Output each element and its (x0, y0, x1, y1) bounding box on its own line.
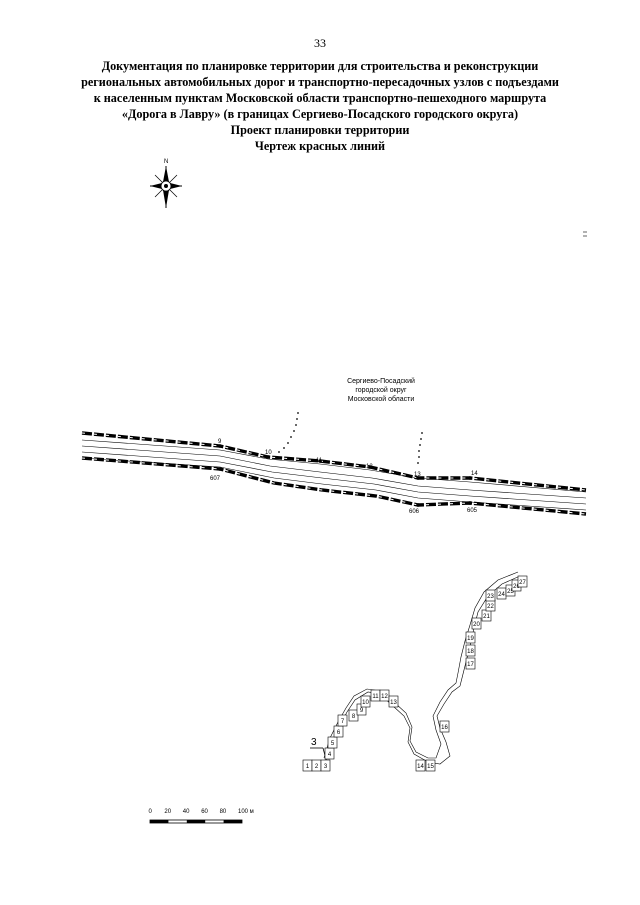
parcel-cell: 23 (485, 589, 496, 602)
parcel-cell: 11 (370, 689, 381, 702)
parcel-number: 5 (331, 741, 335, 747)
road-point-labels-south: 607 606 605 (210, 476, 478, 515)
parcel-number: 13 (390, 700, 397, 706)
parcel-cell: 4 (324, 747, 335, 760)
north-arrow-icon: N (150, 159, 182, 208)
north-label: N (164, 159, 168, 165)
parcel-cell: 8 (348, 709, 359, 722)
red-line-north (81, 431, 587, 492)
parcel-cell: 22 (485, 599, 496, 612)
title-line-5: Проект планировки территории (230, 123, 410, 137)
parcel-cell: 24 (496, 587, 507, 600)
scale-tick-label: 0 (149, 809, 153, 815)
district-line-1: Сергиево-Посадский (347, 377, 415, 385)
red-line-south (81, 456, 587, 516)
callout-label: 3 (311, 737, 317, 748)
parcel-callout: 3 (310, 737, 328, 764)
parcel-cell: 14 (415, 759, 426, 772)
parcel-cell: 20 (471, 617, 482, 630)
parcel-cell: 17 (465, 657, 476, 670)
parcel-number: 6 (337, 730, 341, 736)
district-line-3: Московской области (348, 395, 415, 403)
parcel-cell: 5 (327, 736, 338, 749)
title-line-6: Чертеж красных линий (254, 139, 386, 153)
title-line-2: региональных автомобильных дорог и транс… (81, 75, 559, 89)
title-line-1: Документация по планировке территории дл… (101, 59, 539, 73)
parcel-cell: 27 (517, 575, 528, 588)
scale-tick-label: 100 м (238, 809, 254, 815)
scale-bar: 0 20 40 60 80 100 м (149, 809, 254, 824)
parcel-number: 2 (315, 764, 319, 770)
road-point-labels-north: 9 10 11 12 13 14 (218, 439, 478, 478)
parcel-number: 9 (360, 708, 364, 714)
parcel-number: 22 (487, 604, 494, 610)
point-label: 605 (467, 508, 478, 514)
parcel-number: 20 (473, 622, 480, 628)
parcel-number: 26 (513, 584, 520, 590)
parcel-number: 15 (427, 764, 434, 770)
parcel-cell: 15 (425, 759, 436, 772)
road-carriageway (81, 439, 587, 511)
point-label: 13 (414, 472, 421, 478)
point-label: 11 (316, 458, 323, 464)
parcel-cell: 10 (360, 695, 371, 708)
parcel-cell: 18 (465, 644, 476, 657)
point-label: 14 (471, 471, 478, 477)
parcel-number: 27 (519, 580, 526, 586)
document-title: Документация по планировке территории дл… (60, 58, 580, 154)
parcel-cell: 7 (337, 714, 348, 727)
parcel-cell: 16 (439, 720, 450, 733)
title-line-3: к населенным пунктам Московской области … (93, 91, 547, 105)
parcel-number: 21 (483, 614, 490, 620)
district-label: Сергиево-Посадский городской округ Моско… (347, 377, 415, 403)
scale-tick-label: 60 (201, 809, 208, 815)
point-label: 607 (210, 476, 221, 482)
parcel-number: 8 (352, 714, 356, 720)
turning-points (218, 444, 472, 507)
parcel-number: 4 (328, 752, 332, 758)
parcel-number: 7 (341, 719, 345, 725)
parcel-number: 12 (381, 694, 388, 700)
title-line-4: «Дорога в Лавру» (в границах Сергиево-По… (121, 107, 519, 121)
parcel-number: 25 (507, 589, 514, 595)
parcel-cell: 3 (320, 759, 331, 772)
scale-tick-label: 40 (183, 809, 190, 815)
scale-tick-label: 80 (220, 809, 227, 815)
parcel-cell: 13 (388, 695, 399, 708)
parcel-number: 14 (417, 764, 424, 770)
point-label: 12 (366, 464, 373, 470)
parcel-number: 3 (324, 764, 328, 770)
parcel-cell: 12 (379, 689, 390, 702)
page-number: 33 (314, 36, 326, 50)
district-line-2: городской округ (355, 386, 407, 394)
parcel-cell: 2 (311, 759, 322, 772)
parcel-number: 10 (362, 700, 369, 706)
parcel-number: 11 (372, 694, 379, 700)
parcel-number: 23 (487, 594, 494, 600)
point-label: 10 (265, 450, 272, 456)
parcel-number: 17 (467, 662, 474, 668)
point-label: 9 (218, 439, 222, 445)
point-label: 606 (409, 509, 420, 515)
parcel-number: 24 (498, 592, 505, 598)
parcel-cell: 19 (465, 631, 476, 644)
parcel-number: 19 (467, 636, 474, 642)
scale-tick-label: 20 (164, 809, 171, 815)
parcel-cell: 1 (302, 759, 313, 772)
parcel-cell: 6 (333, 725, 344, 738)
parcel-cell: 21 (481, 609, 492, 622)
parcel-number: 1 (306, 764, 310, 770)
edge-marks (583, 231, 587, 237)
parcel-number: 18 (467, 649, 474, 655)
parcel-number: 16 (441, 725, 448, 731)
dotted-boundary (278, 412, 423, 464)
